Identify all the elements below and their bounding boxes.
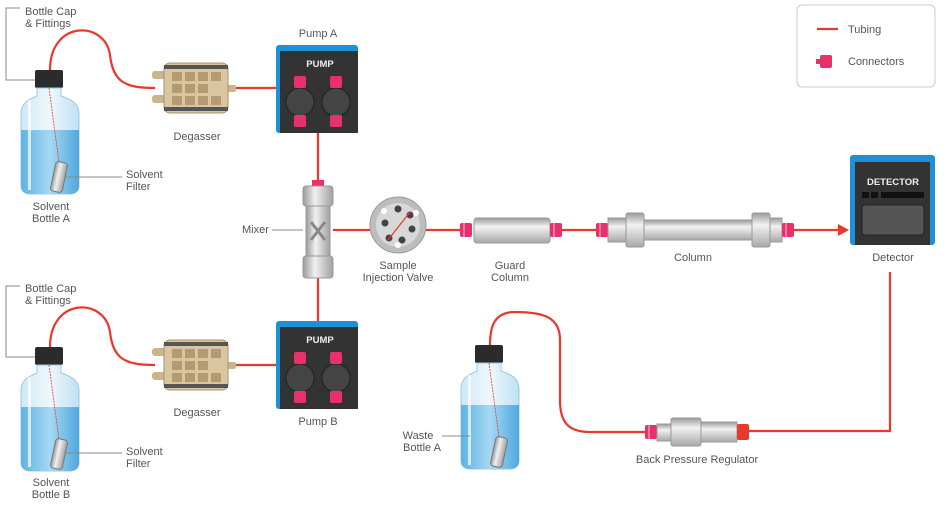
degasser-a: Degasser xyxy=(151,62,237,143)
connector xyxy=(645,425,657,439)
degasser-b-label: Degasser xyxy=(173,407,220,419)
sample-injection-valve: Sample Injection Valve xyxy=(363,196,434,284)
connector xyxy=(782,223,794,237)
tube-detector-bpr xyxy=(748,272,892,433)
degasser-b: Degasser xyxy=(151,339,237,419)
mixer-cross-icon xyxy=(309,221,327,241)
column-label: Column xyxy=(674,252,712,264)
mixer: Mixer xyxy=(242,180,334,279)
bottle-b-name-2: Bottle B xyxy=(32,489,71,501)
degasser-a-label: Degasser xyxy=(173,131,220,143)
bottle-b-name-1: Solvent xyxy=(33,477,70,489)
bottle-b-cap-label-1: Bottle Cap xyxy=(25,283,76,295)
bottle-a-filter-label-2: Filter xyxy=(126,181,151,193)
bottle-a-name-2: Bottle A xyxy=(32,213,71,225)
legend-connector-icon xyxy=(816,55,832,68)
legend: Tubing Connectors xyxy=(796,4,936,88)
connector xyxy=(596,223,608,237)
legend-tubing-label: Tubing xyxy=(848,24,881,36)
back-pressure-regulator: Back Pressure Regulator xyxy=(636,417,759,466)
bottle-b-filter-label-2: Filter xyxy=(126,458,151,470)
pump-b: PUMP Pump B xyxy=(275,320,359,428)
column: Column xyxy=(596,212,794,264)
waste-label-1: Waste xyxy=(403,430,434,442)
connector xyxy=(550,223,562,237)
valve-label-2: Injection Valve xyxy=(363,272,434,284)
pump-a: PUMP Pump A xyxy=(275,28,359,134)
bottle-a-filter-label-1: Solvent xyxy=(126,169,163,181)
legend-box xyxy=(796,4,936,88)
mixer-label: Mixer xyxy=(242,224,269,236)
bottle-a-cap-label-2: & Fittings xyxy=(25,18,71,30)
tube-bottle-a-degasser xyxy=(48,29,156,90)
connector xyxy=(460,223,472,237)
tube-bottle-b-degasser xyxy=(48,306,156,367)
pump-b-panel-text: PUMP xyxy=(306,335,334,346)
bottle-a-name-1: Solvent xyxy=(33,201,70,213)
bottle-b-cap-label-2: & Fittings xyxy=(25,295,71,307)
legend-connectors-label: Connectors xyxy=(848,56,905,68)
solvent-bottle-a: Bottle Cap & Fittings Solvent Filter Sol… xyxy=(5,6,163,225)
bpr-label: Back Pressure Regulator xyxy=(636,454,759,466)
detector: DETECTOR Detector xyxy=(850,155,935,264)
pump-b-label: Pump B xyxy=(298,416,337,428)
waste-bottle: Waste Bottle A xyxy=(403,344,520,470)
solvent-bottle-b: Bottle Cap & Fittings Solvent Filter Sol… xyxy=(5,283,163,501)
detector-label: Detector xyxy=(872,252,914,264)
flow-arrow-icon xyxy=(838,224,849,236)
bottle-a-cap-label-1: Bottle Cap xyxy=(25,6,76,18)
bottle-b-filter-label-1: Solvent xyxy=(126,446,163,458)
tubing xyxy=(48,29,892,434)
pump-a-panel-text: PUMP xyxy=(306,59,334,70)
tube-bpr-waste xyxy=(488,310,645,434)
guard-column: Guard Column xyxy=(460,217,562,284)
valve-label-1: Sample xyxy=(379,260,416,272)
guard-column-label-1: Guard xyxy=(495,260,526,272)
pump-a-label: Pump A xyxy=(299,28,338,40)
waste-label-2: Bottle A xyxy=(403,442,442,454)
detector-display xyxy=(861,204,925,236)
detector-panel-text: DETECTOR xyxy=(867,177,919,188)
guard-column-label-2: Column xyxy=(491,272,529,284)
